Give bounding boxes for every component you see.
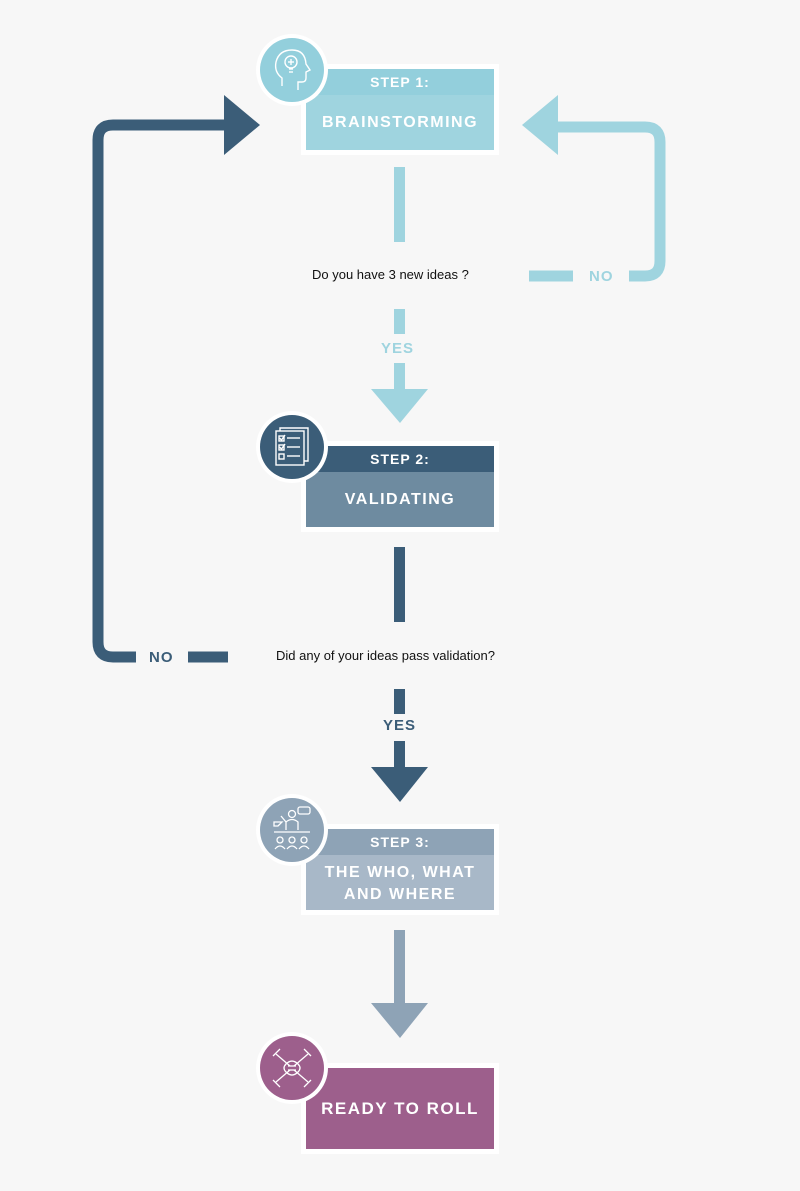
yes-label-2: YES	[383, 717, 417, 734]
connector-yes1-down	[394, 363, 405, 391]
yes-label-1: YES	[381, 340, 415, 357]
connector-step3-down	[394, 930, 405, 1005]
question-2: Did any of your ideas pass validation?	[276, 648, 495, 663]
step3-title-line1: THE WHO, WHAT	[324, 864, 476, 881]
people-meeting-icon	[260, 798, 324, 862]
step2-header: STEP 2:	[306, 446, 494, 472]
connector-q2-down	[394, 689, 405, 714]
step1-header: STEP 1:	[306, 69, 494, 95]
connector-step2-down	[394, 547, 405, 622]
arrowhead-no-to-step1-left	[224, 95, 260, 155]
arrowhead-to-step3	[371, 767, 428, 802]
step3-title-line2: AND WHERE	[343, 886, 457, 903]
step1-title: BRAINSTORMING	[321, 114, 479, 131]
no-loop-left	[92, 119, 228, 663]
final-title: READY TO ROLL	[321, 1099, 479, 1118]
checklist-icon	[260, 415, 324, 479]
step2-box: STEP 2: VALIDATING	[306, 446, 494, 527]
connector-q1-down	[394, 309, 405, 334]
no-label-2: NO	[149, 649, 174, 666]
arrowhead-no-to-step1	[522, 95, 558, 155]
final-box: READY TO ROLL	[306, 1068, 494, 1149]
arrowhead-to-final	[371, 1003, 428, 1038]
joined-hands-icon	[260, 1036, 324, 1100]
no-label-1: NO	[589, 268, 614, 285]
no-loop-right	[555, 121, 666, 282]
arrowhead-to-step2	[371, 389, 428, 423]
step1-box: STEP 1: BRAINSTORMING	[306, 69, 494, 150]
connector-step1-down	[394, 167, 405, 242]
step2-title: VALIDATING	[344, 491, 456, 508]
connector-yes2-down	[394, 741, 405, 771]
step3-box: STEP 3: THE WHO, WHAT AND WHERE	[306, 829, 494, 910]
question-1: Do you have 3 new ideas ?	[312, 267, 469, 282]
head-lightbulb-icon	[260, 38, 324, 102]
step3-header: STEP 3:	[306, 829, 494, 855]
